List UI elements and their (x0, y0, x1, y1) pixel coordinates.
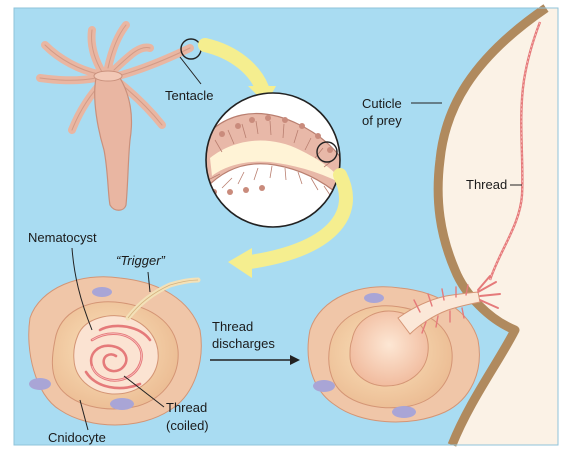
label-cuticle-line2: of prey (362, 113, 402, 128)
label-thread-right: Thread (466, 177, 507, 192)
nucleus-right-3 (364, 293, 384, 303)
label-thread-discharges-line1: Thread (212, 319, 253, 334)
nucleus-left-1 (29, 378, 51, 390)
label-cnidocyte: Cnidocyte (48, 430, 106, 445)
label-tentacle: Tentacle (165, 88, 213, 103)
label-thread-coiled-line2: (coiled) (166, 418, 209, 433)
label-cuticle-line1: Cuticle (362, 96, 402, 111)
nucleus-left-2 (110, 398, 134, 410)
label-trigger: “Trigger” (116, 253, 166, 268)
label-thread-discharges-line2: discharges (212, 336, 275, 351)
nucleus-right-2 (392, 406, 416, 418)
nucleus-right-1 (313, 380, 335, 392)
hydra-mouth (94, 71, 122, 81)
nucleus-left-3 (92, 287, 112, 297)
label-nematocyst: Nematocyst (28, 230, 97, 245)
label-thread-coiled-line1: Thread (166, 400, 207, 415)
